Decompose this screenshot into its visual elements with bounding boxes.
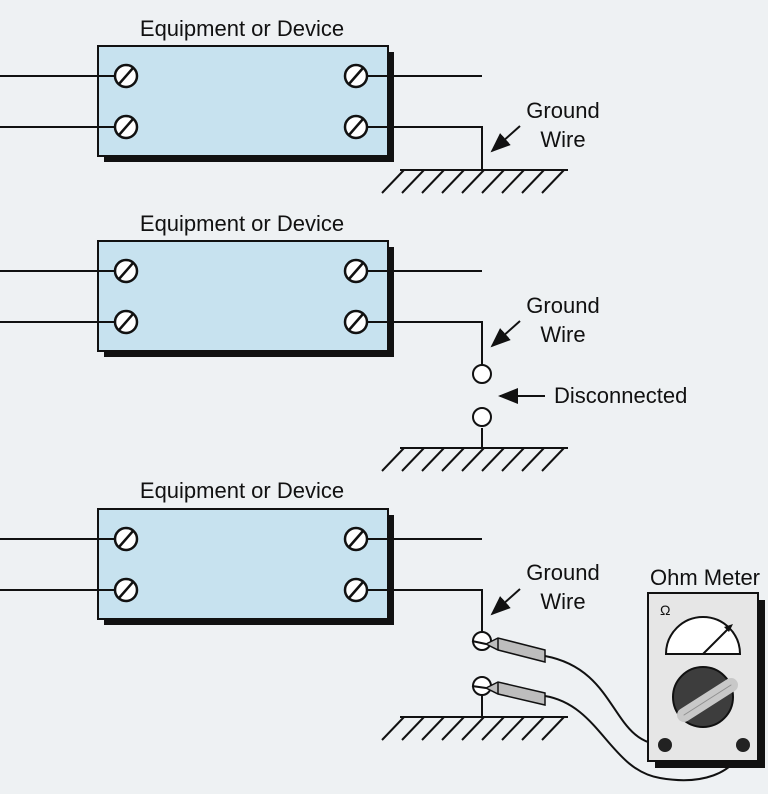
screw-terminal-icon [113, 258, 369, 335]
device-label: Equipment or Device [140, 211, 344, 236]
diagram-disconnected: Equipment or Device [0, 211, 687, 472]
ground-label-line1: Ground [526, 293, 599, 318]
diagram-ohm-test: Equipment or Device [0, 478, 765, 782]
device-box [97, 508, 394, 625]
ground-label-line1: Ground [526, 98, 599, 123]
screw-terminal-icon [113, 526, 369, 603]
ground-symbol-icon [381, 447, 568, 472]
ohm-meter-icon [647, 592, 765, 768]
device-label: Equipment or Device [140, 478, 344, 503]
ground-wire-arrow [490, 320, 521, 348]
ground-label-line1: Ground [526, 560, 599, 585]
wires [0, 270, 483, 448]
open-terminal-icon [472, 364, 492, 427]
ground-symbol-icon [381, 716, 568, 741]
device-box [97, 45, 394, 162]
ohm-symbol: Ω [660, 602, 670, 618]
ground-wire-arrow [490, 125, 521, 153]
ground-wire-arrow [490, 588, 521, 616]
ohm-meter-label: Ohm Meter [650, 565, 760, 590]
wires [0, 538, 483, 717]
test-probe-icon [471, 637, 546, 663]
diagram-connected: Equipment or Device Ground Wire [0, 16, 600, 194]
ground-label-line2: Wire [540, 589, 585, 614]
screw-terminal-icon [113, 63, 369, 140]
disconnected-label: Disconnected [554, 383, 687, 408]
device-label: Equipment or Device [140, 16, 344, 41]
wires [0, 75, 483, 170]
device-box [97, 240, 394, 357]
ground-label-line2: Wire [540, 322, 585, 347]
ground-symbol-icon [381, 169, 568, 194]
ground-label-line2: Wire [540, 127, 585, 152]
test-probe-icon [471, 681, 546, 706]
